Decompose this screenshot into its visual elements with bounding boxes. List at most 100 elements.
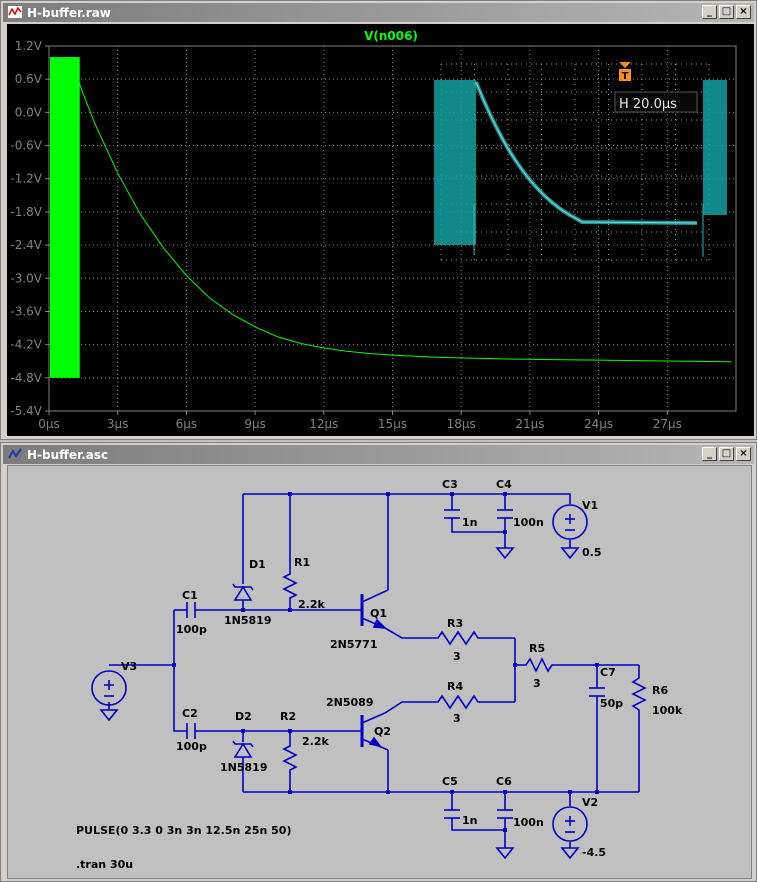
close-button[interactable]: ×: [736, 5, 751, 19]
label-c6: C6: [496, 775, 512, 788]
wire-q1-emitter: [384, 627, 434, 639]
maximize-button[interactable]: □: [719, 447, 734, 461]
label-r2: R2: [280, 710, 296, 723]
label-c2-value: 100p: [176, 740, 207, 753]
label-c4-value: 100n: [513, 516, 544, 529]
scope-inset: T H 20.0µs: [434, 62, 727, 261]
schematic-window: H-buffer.asc _ □ ×: [0, 442, 757, 882]
label-r5: R5: [529, 642, 545, 655]
resistor-r2[interactable]: [282, 742, 298, 772]
ground-symbol: [560, 847, 580, 860]
label-c6-value: 100n: [513, 816, 544, 829]
waveform-titlebar[interactable]: H-buffer.raw _ □ ×: [3, 3, 754, 22]
y-tick-label: -5.4V: [10, 404, 42, 418]
label-d1-value: 1N5819: [224, 614, 271, 627]
label-q2: Q2: [374, 725, 391, 738]
capacitor-c1[interactable]: [186, 602, 196, 618]
maximize-button[interactable]: □: [719, 5, 734, 19]
label-c2: C2: [182, 707, 198, 720]
label-q1: Q1: [370, 607, 387, 620]
transistor-q1[interactable]: [360, 589, 389, 629]
schematic-drawing[interactable]: C3 C4 V1 1n 100n 0.5 D1 R1 2.2k Q1 C1 10…: [8, 466, 751, 878]
pulse-directive[interactable]: PULSE(0 3.3 0 3n 3n 12.5n 25n 50): [76, 824, 291, 837]
resistor-r4[interactable]: [434, 694, 480, 710]
x-tick-label: 15µs: [378, 417, 407, 431]
y-tick-label: 0.0V: [15, 105, 43, 119]
trace-label[interactable]: V(n006): [364, 29, 418, 43]
resistor-r3[interactable]: [434, 630, 480, 646]
voltage-source-v1[interactable]: [552, 504, 588, 540]
capacitor-c3[interactable]: [444, 509, 460, 519]
x-tick-label: 0µs: [38, 417, 60, 431]
capacitor-c4[interactable]: [497, 509, 513, 519]
label-q2-value: 2N5089: [326, 696, 373, 709]
close-button[interactable]: ×: [736, 447, 751, 461]
y-tick-label: -1.8V: [10, 205, 42, 219]
capacitor-c7[interactable]: [589, 687, 605, 697]
series-line: [78, 81, 732, 363]
minimize-button[interactable]: _: [702, 5, 717, 19]
capacitor-c5[interactable]: [444, 809, 460, 819]
x-tick-label: 24µs: [584, 417, 613, 431]
label-c7-value: 50p: [600, 697, 623, 710]
capacitor-c2[interactable]: [186, 723, 196, 739]
resistor-r1[interactable]: [282, 570, 298, 600]
label-c1: C1: [182, 589, 198, 602]
label-r5-value: 3: [533, 677, 541, 690]
schematic-app-icon: [8, 448, 22, 459]
transistor-q2[interactable]: [360, 712, 389, 751]
waveform-plot[interactable]: V(n006) 1.2V0.6V0.0V-0.6V-1.2V-1.8V-2.4V…: [7, 24, 754, 436]
label-r3: R3: [447, 617, 463, 630]
label-c1-value: 100p: [176, 623, 207, 636]
wire-c5-bottom: [451, 818, 505, 831]
ground-symbol: [99, 709, 119, 722]
tran-directive[interactable]: .tran 30u: [76, 858, 133, 871]
x-tick-label: 6µs: [176, 417, 198, 431]
minimize-button[interactable]: _: [702, 447, 717, 461]
label-v2-value: -4.5: [582, 846, 606, 859]
label-v1: V1: [582, 499, 598, 512]
label-r4: R4: [447, 680, 463, 693]
junction-dots: [172, 492, 599, 832]
resistor-r5[interactable]: [522, 657, 556, 673]
label-v1-value: 0.5: [582, 546, 602, 559]
oscillation-band: [50, 57, 80, 378]
x-tick-label: 3µs: [107, 417, 129, 431]
scope-burst-right: [703, 80, 727, 215]
svg-text:T: T: [622, 71, 629, 82]
label-d2-value: 1N5819: [220, 761, 267, 774]
diode-d2[interactable]: [232, 740, 254, 758]
schematic-titlebar[interactable]: H-buffer.asc _ □ ×: [3, 445, 754, 464]
label-v2: V2: [582, 796, 598, 809]
label-r6: R6: [652, 684, 668, 697]
y-tick-label: 1.2V: [15, 39, 43, 53]
x-tick-label: 21µs: [515, 417, 544, 431]
x-tick-label: 12µs: [309, 417, 338, 431]
label-r2-value: 2.2k: [302, 735, 329, 748]
waveform-app-icon: [8, 6, 22, 18]
resistor-r6[interactable]: [631, 674, 647, 714]
label-r4-value: 3: [453, 712, 461, 725]
y-tick-label: -1.2V: [10, 172, 42, 186]
y-tick-label: -4.2V: [10, 338, 42, 352]
label-c5-value: 1n: [462, 814, 478, 827]
schematic-window-title: H-buffer.asc: [27, 448, 109, 462]
label-c4: C4: [496, 478, 512, 491]
label-q1-value: 2N5771: [330, 638, 377, 651]
x-tick-label: 9µs: [244, 417, 266, 431]
scope-trigger-marker: T: [619, 62, 631, 82]
scope-decay-core: [475, 81, 698, 224]
voltage-source-v2[interactable]: [552, 806, 588, 842]
capacitor-c6[interactable]: [497, 809, 513, 819]
wire-in-bottom: [173, 665, 187, 732]
schematic-canvas[interactable]: C3 C4 V1 1n 100n 0.5 D1 R1 2.2k Q1 C1 10…: [7, 465, 752, 879]
label-d2: D2: [235, 710, 252, 723]
y-tick-label: -3.0V: [10, 271, 42, 285]
diode-d1[interactable]: [232, 583, 254, 601]
wire-top-rail: [243, 493, 571, 504]
y-tick-label: -2.4V: [10, 238, 42, 252]
scope-timebase-label: H 20.0µs: [619, 97, 677, 112]
voltage-source-v3[interactable]: [91, 670, 127, 706]
label-r6-value: 100k: [652, 704, 683, 717]
